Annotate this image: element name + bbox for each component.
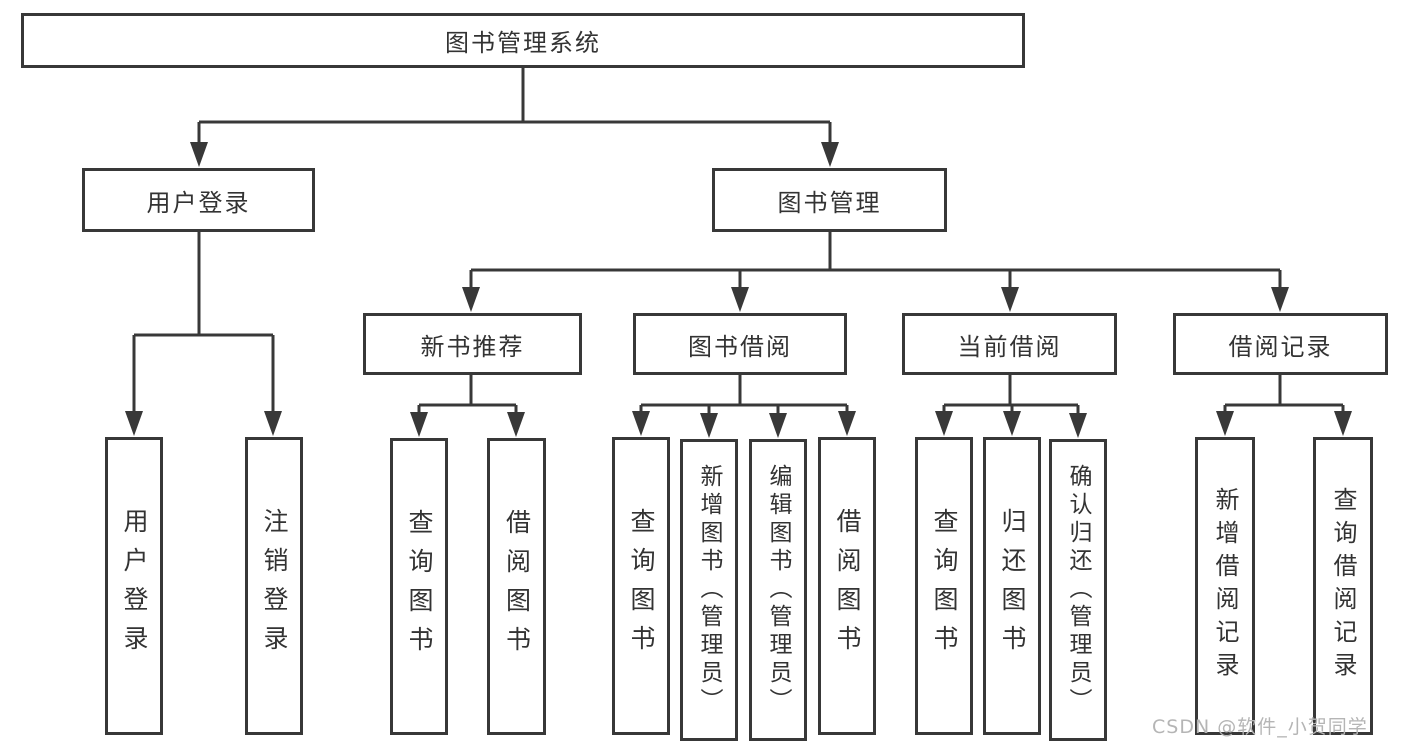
node-current-borrow: 当前借阅	[902, 313, 1117, 375]
node-book-management: 图书管理	[712, 168, 947, 232]
leaf-query-books-3: 查询图书	[915, 437, 973, 735]
leaf-borrow-books-2: 借阅图书	[818, 437, 876, 735]
leaf-borrow-books-1: 借阅图书	[487, 438, 546, 735]
node-user-login: 用户登录	[82, 168, 315, 232]
node-new-book-recommend: 新书推荐	[363, 313, 582, 375]
leaf-add-book-admin: 新增图书（管理员）	[680, 439, 738, 741]
leaf-add-borrow-record: 新增借阅记录	[1195, 437, 1255, 735]
leaf-edit-book-admin: 编辑图书（管理员）	[749, 439, 807, 741]
arrowheads	[125, 142, 1352, 438]
leaf-return-book: 归还图书	[983, 437, 1041, 735]
node-borrow-record: 借阅记录	[1173, 313, 1388, 375]
leaf-query-borrow-record: 查询借阅记录	[1313, 437, 1373, 735]
watermark: CSDN @软件_小贺同学	[1152, 716, 1368, 738]
node-root: 图书管理系统	[21, 13, 1025, 68]
leaf-confirm-return-admin: 确认归还（管理员）	[1049, 439, 1107, 741]
leaf-query-books-1: 查询图书	[390, 438, 448, 735]
node-book-borrow: 图书借阅	[633, 313, 847, 375]
leaf-user-login: 用户登录	[105, 437, 163, 735]
leaf-query-books-2: 查询图书	[612, 437, 670, 735]
leaf-logout: 注销登录	[245, 437, 303, 735]
